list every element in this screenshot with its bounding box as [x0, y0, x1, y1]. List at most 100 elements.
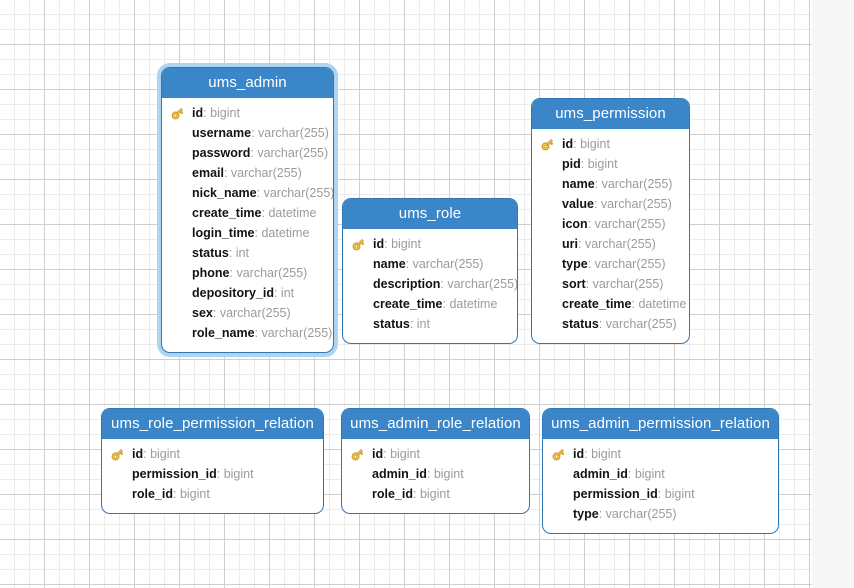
column-name: name	[373, 257, 406, 271]
table-title[interactable]: ums_admin	[162, 68, 333, 98]
table-title[interactable]: ums_permission	[532, 99, 689, 129]
column-row[interactable]: name: varchar(255)	[532, 174, 689, 194]
column-row[interactable]: sort: varchar(255)	[532, 274, 689, 294]
column-row[interactable]: status: int	[343, 314, 517, 334]
column-name: name	[562, 177, 595, 191]
column-row[interactable]: value: varchar(255)	[532, 194, 689, 214]
column-name: id	[372, 447, 384, 461]
column-row[interactable]: id: bigint	[343, 234, 517, 254]
column-row[interactable]: role_id: bigint	[342, 484, 529, 504]
column-separator: :	[251, 126, 259, 140]
column-name: uri	[562, 237, 578, 251]
column-type: varchar(255)	[600, 197, 672, 211]
column-row[interactable]: type: varchar(255)	[543, 504, 778, 524]
column-row[interactable]: admin_id: bigint	[342, 464, 529, 484]
column-name: username	[192, 126, 252, 140]
column-type: datetime	[261, 226, 310, 240]
column-row[interactable]: email: varchar(255)	[162, 163, 333, 183]
column-type: bigint	[419, 487, 450, 501]
column-type: varchar(255)	[605, 507, 677, 521]
column-separator: :	[442, 297, 450, 311]
primary-key-icon	[551, 447, 566, 462]
column-name: email	[192, 166, 224, 180]
column-row[interactable]: id: bigint	[342, 444, 529, 464]
column-row[interactable]: nick_name: varchar(255)	[162, 183, 333, 203]
table-title[interactable]: ums_role_permission_relation	[102, 409, 323, 439]
column-row[interactable]: create_time: datetime	[343, 294, 517, 314]
column-row[interactable]: id: bigint	[543, 444, 778, 464]
column-separator: :	[587, 217, 595, 231]
column-row[interactable]: create_time: datetime	[532, 294, 689, 314]
column-type: bigint	[580, 137, 610, 151]
column-row[interactable]: permission_id: bigint	[543, 484, 778, 504]
column-name: id	[373, 237, 385, 251]
column-row[interactable]: id: bigint	[162, 103, 333, 123]
column-separator: :	[216, 467, 224, 481]
column-row[interactable]: role_id: bigint	[102, 484, 323, 504]
column-type: bigint	[587, 157, 618, 171]
column-row[interactable]: id: bigint	[102, 444, 323, 464]
column-name: role_id	[132, 487, 173, 501]
column-row[interactable]: status: int	[162, 243, 333, 263]
column-row[interactable]: type: varchar(255)	[532, 254, 689, 274]
column-type: int	[280, 286, 295, 300]
table-title[interactable]: ums_admin_permission_relation	[543, 409, 778, 439]
column-row[interactable]: admin_id: bigint	[543, 464, 778, 484]
column-type: varchar(255)	[412, 257, 484, 271]
column-row[interactable]: status: varchar(255)	[532, 314, 689, 334]
column-separator: :	[254, 326, 262, 340]
column-row[interactable]: icon: varchar(255)	[532, 214, 689, 234]
column-name: id	[562, 137, 574, 151]
column-separator: :	[254, 226, 262, 240]
column-separator: :	[384, 237, 392, 251]
column-name: create_time	[192, 206, 262, 220]
column-row[interactable]: password: varchar(255)	[162, 143, 333, 163]
primary-key-icon	[110, 447, 125, 462]
table-title[interactable]: ums_role	[343, 199, 517, 229]
column-row[interactable]: username: varchar(255)	[162, 123, 333, 143]
column-separator: :	[577, 237, 585, 251]
column-row[interactable]: login_time: datetime	[162, 223, 333, 243]
column-row[interactable]: description: varchar(255)	[343, 274, 517, 294]
column-row[interactable]: create_time: datetime	[162, 203, 333, 223]
column-type: bigint	[210, 106, 240, 120]
column-row[interactable]: phone: varchar(255)	[162, 263, 333, 283]
column-row[interactable]: depository_id: int	[162, 283, 333, 303]
column-type: varchar(255)	[592, 277, 664, 291]
column-name: permission_id	[132, 467, 217, 481]
column-name: login_time	[192, 226, 255, 240]
column-type: bigint	[433, 467, 464, 481]
column-row[interactable]: name: varchar(255)	[343, 254, 517, 274]
column-separator: :	[593, 197, 601, 211]
column-name: depository_id	[192, 286, 274, 300]
column-row[interactable]: uri: varchar(255)	[532, 234, 689, 254]
column-row[interactable]: sex: varchar(255)	[162, 303, 333, 323]
column-separator: :	[256, 186, 264, 200]
column-name: admin_id	[573, 467, 628, 481]
column-separator: :	[261, 206, 269, 220]
column-separator: :	[440, 277, 448, 291]
column-row[interactable]: role_name: varchar(255)	[162, 323, 333, 343]
column-type: varchar(255)	[263, 186, 334, 200]
column-separator: :	[212, 306, 220, 320]
column-row[interactable]: permission_id: bigint	[102, 464, 323, 484]
column-name: id	[132, 447, 144, 461]
column-name: create_time	[562, 297, 632, 311]
column-type: bigint	[179, 487, 210, 501]
column-name: status	[373, 317, 410, 331]
column-name: type	[562, 257, 588, 271]
table-title[interactable]: ums_admin_role_relation	[342, 409, 529, 439]
column-name: role_id	[372, 487, 413, 501]
column-type: datetime	[449, 297, 498, 311]
column-type: bigint	[391, 237, 421, 251]
column-row[interactable]: id: bigint	[532, 134, 689, 154]
column-row[interactable]: pid: bigint	[532, 154, 689, 174]
column-type: varchar(255)	[601, 177, 673, 191]
